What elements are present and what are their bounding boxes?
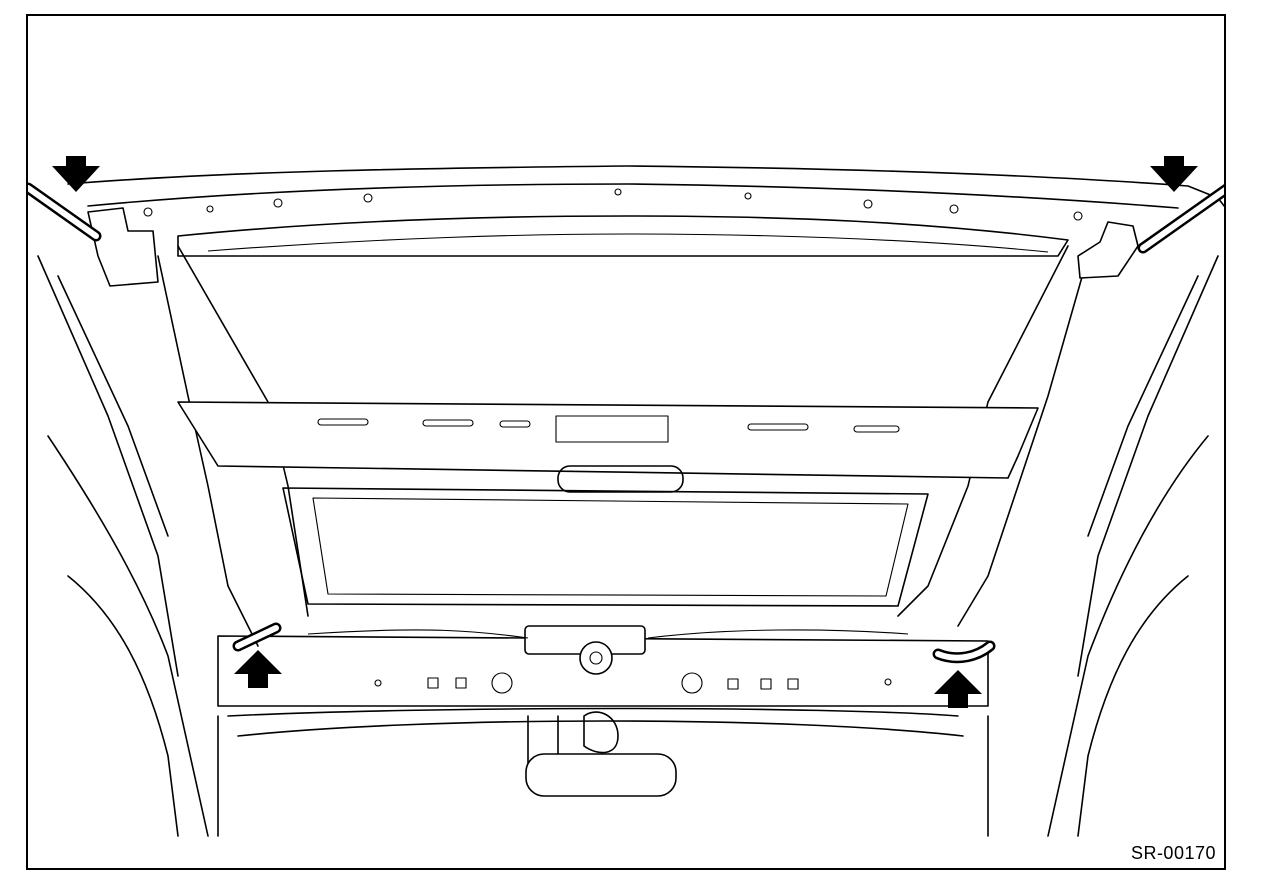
roof-outer-edge: [67, 165, 1224, 208]
left-a-pillar: [47, 435, 209, 837]
left-corner-bracket: [87, 207, 159, 287]
sunroof-frame-inner: [207, 233, 1049, 253]
front-header-holes: [374, 672, 892, 694]
arrow-top-left: [52, 156, 100, 192]
sunshade-panel: [282, 487, 929, 607]
rear-view-mirror: [525, 753, 677, 797]
front-header-lower: [227, 707, 959, 717]
right-corner-bracket: [1077, 221, 1139, 279]
cross-beam-slots: [317, 415, 900, 443]
sunshade-handle: [557, 465, 684, 493]
motor-cable: [307, 629, 909, 639]
right-body-pillar: [1077, 255, 1219, 677]
left-body-pillar: [37, 255, 179, 677]
sunroof-frame-outer: [177, 215, 1069, 257]
figure-frame: SR-00170: [26, 14, 1226, 870]
sunroof-motor: [524, 625, 646, 675]
figure-reference-code: SR-00170: [1130, 843, 1216, 863]
arrow-bottom-left: [234, 650, 282, 688]
front-header: [217, 635, 989, 707]
arrow-top-right: [1150, 156, 1198, 192]
drain-hose-rear-left: [232, 622, 282, 652]
drain-hose-rear-right: [932, 640, 996, 664]
roof-rail-holes: [143, 188, 1083, 221]
windshield-frame: [217, 715, 989, 837]
right-side-rail: [897, 245, 1089, 627]
sunroof-drain-hose-diagram: [28, 156, 1224, 837]
roof-inner-edge: [87, 183, 1179, 209]
arrow-bottom-right: [934, 670, 982, 708]
sunshade-panel-inner: [312, 497, 909, 597]
drain-hose-front-left: [28, 182, 102, 242]
cross-beam: [177, 401, 1039, 479]
right-a-pillar: [1047, 435, 1209, 837]
drain-hose-front-right: [1137, 184, 1224, 254]
